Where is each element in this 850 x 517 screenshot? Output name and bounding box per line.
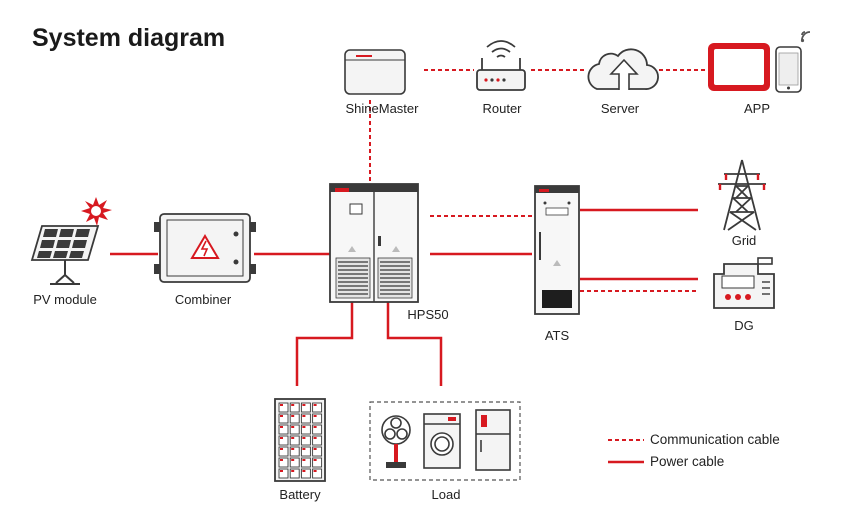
battery-cell-terminal: [291, 437, 295, 439]
battery-cell: [300, 424, 311, 435]
battery-cell: [278, 468, 289, 479]
battery-cell-terminal: [291, 448, 295, 450]
legend-communication-label: Communication cable: [650, 432, 780, 447]
battery-cell-terminal: [291, 415, 295, 417]
battery-cell-terminal: [313, 437, 317, 439]
label-hps50: HPS50: [407, 307, 449, 322]
label-router: Router: [482, 101, 522, 116]
battery-cell-terminal: [291, 426, 295, 428]
cable-hps-battery: [295, 302, 354, 386]
battery-cell-terminal: [302, 437, 306, 439]
battery-cell-terminal: [280, 459, 283, 461]
battery-cell-terminal: [313, 459, 317, 461]
sun-burst-icon: [81, 197, 112, 226]
label-pv-module: PV module: [33, 292, 97, 307]
battery-cell: [312, 446, 323, 457]
battery-cell-terminal: [280, 415, 283, 417]
battery-cell: [312, 457, 323, 468]
cable-hps-load: [386, 302, 443, 386]
battery-cell: [300, 402, 311, 413]
battery-cell: [278, 402, 289, 413]
battery-cell: [300, 413, 311, 424]
combiner-box-icon: [154, 213, 256, 283]
label-dg: DG: [734, 318, 754, 333]
label-combiner: Combiner: [174, 292, 232, 307]
hps50-cabinet-icon: [329, 183, 419, 303]
battery-cell-terminal: [302, 404, 306, 406]
battery-cell-terminal: [302, 415, 306, 417]
battery-cell: [300, 435, 311, 446]
battery-cell-terminal: [280, 437, 283, 439]
label-ats: ATS: [544, 328, 570, 343]
label-shinemaster: ShineMaster: [345, 101, 419, 116]
battery-cell: [312, 413, 323, 424]
battery-rack-icon: [274, 398, 326, 482]
ats-cabinet-icon: [534, 185, 580, 315]
battery-cell-terminal: [291, 470, 295, 472]
battery-cell: [278, 446, 289, 457]
battery-cell-terminal: [291, 459, 295, 461]
dg-generator-icon: [713, 257, 775, 309]
battery-cell: [312, 402, 323, 413]
battery-cell-terminal: [280, 404, 283, 406]
pv-module-icon: [30, 225, 100, 285]
battery-cell: [289, 402, 300, 413]
shinemaster-device-icon: [344, 49, 406, 95]
communication-cables: [369, 69, 706, 292]
load-appliances-icon: [369, 401, 521, 481]
battery-cell: [289, 468, 300, 479]
battery-cell-terminal: [313, 404, 317, 406]
label-grid: Grid: [731, 233, 757, 248]
router-icon: [476, 40, 526, 91]
battery-cell: [289, 413, 300, 424]
power-cables: [110, 208, 698, 386]
battery-cell: [312, 435, 323, 446]
server-cloud-icon: [587, 48, 659, 90]
legend: [608, 439, 644, 464]
battery-cell: [300, 457, 311, 468]
battery-cell: [289, 457, 300, 468]
battery-cell-terminal: [280, 448, 283, 450]
battery-cell: [289, 435, 300, 446]
label-load: Load: [431, 487, 461, 502]
battery-cell: [278, 457, 289, 468]
battery-cell: [312, 468, 323, 479]
battery-cell-terminal: [280, 426, 283, 428]
battery-cell-terminal: [291, 404, 295, 406]
battery-cell: [278, 413, 289, 424]
label-app: APP: [743, 101, 770, 116]
label-server: Server: [600, 101, 640, 116]
battery-cell-terminal: [302, 470, 306, 472]
battery-cell: [300, 468, 311, 479]
battery-cell-terminal: [313, 415, 317, 417]
battery-cell-terminal: [313, 448, 317, 450]
battery-cell: [289, 446, 300, 457]
battery-cell: [278, 424, 289, 435]
refrigerator-icon: [475, 409, 511, 471]
battery-cell-terminal: [302, 448, 306, 450]
battery-cell-terminal: [313, 426, 317, 428]
diagram-title: System diagram: [32, 24, 226, 52]
washing-machine-icon: [423, 413, 461, 469]
battery-cell-terminal: [280, 470, 283, 472]
battery-cell: [278, 435, 289, 446]
legend-power-label: Power cable: [650, 454, 725, 469]
app-devices-icon: [708, 31, 811, 93]
grid-tower-icon: [718, 159, 766, 231]
battery-cell: [289, 424, 300, 435]
battery-cell-terminal: [313, 470, 317, 472]
fan-icon: [381, 415, 411, 468]
battery-cell-terminal: [302, 426, 306, 428]
battery-cell: [300, 446, 311, 457]
battery-cell-terminal: [302, 459, 306, 461]
label-battery: Battery: [279, 487, 321, 502]
battery-cell: [312, 424, 323, 435]
